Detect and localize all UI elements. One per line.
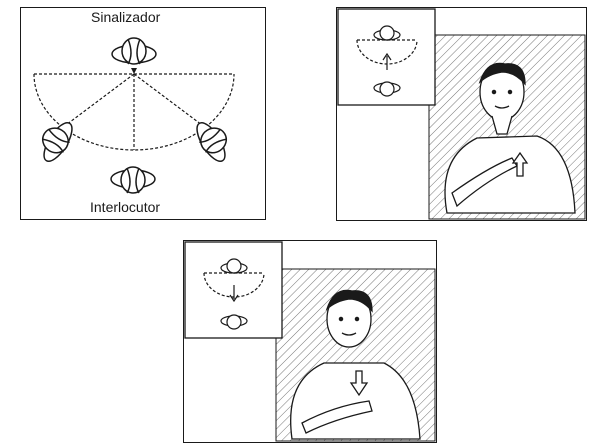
sign-illustration-first-person [337, 8, 586, 220]
interlocutor-figure-left [33, 115, 78, 166]
interlocutor-label: Interlocutor [90, 199, 160, 215]
interlocutor-figure-bottom [111, 167, 155, 193]
sign-illustration-second-person-panel [183, 240, 437, 443]
interlocutor-figure-right [191, 115, 236, 166]
sign-illustration-second-person [184, 241, 436, 442]
signer-origin-marker [131, 68, 137, 74]
signer-figure-top-view [112, 38, 156, 64]
sign-illustration-first-person-panel [336, 7, 587, 221]
arrangement-diagram-panel: Sinalizador [20, 7, 266, 220]
arrangement-diagram [21, 8, 265, 219]
